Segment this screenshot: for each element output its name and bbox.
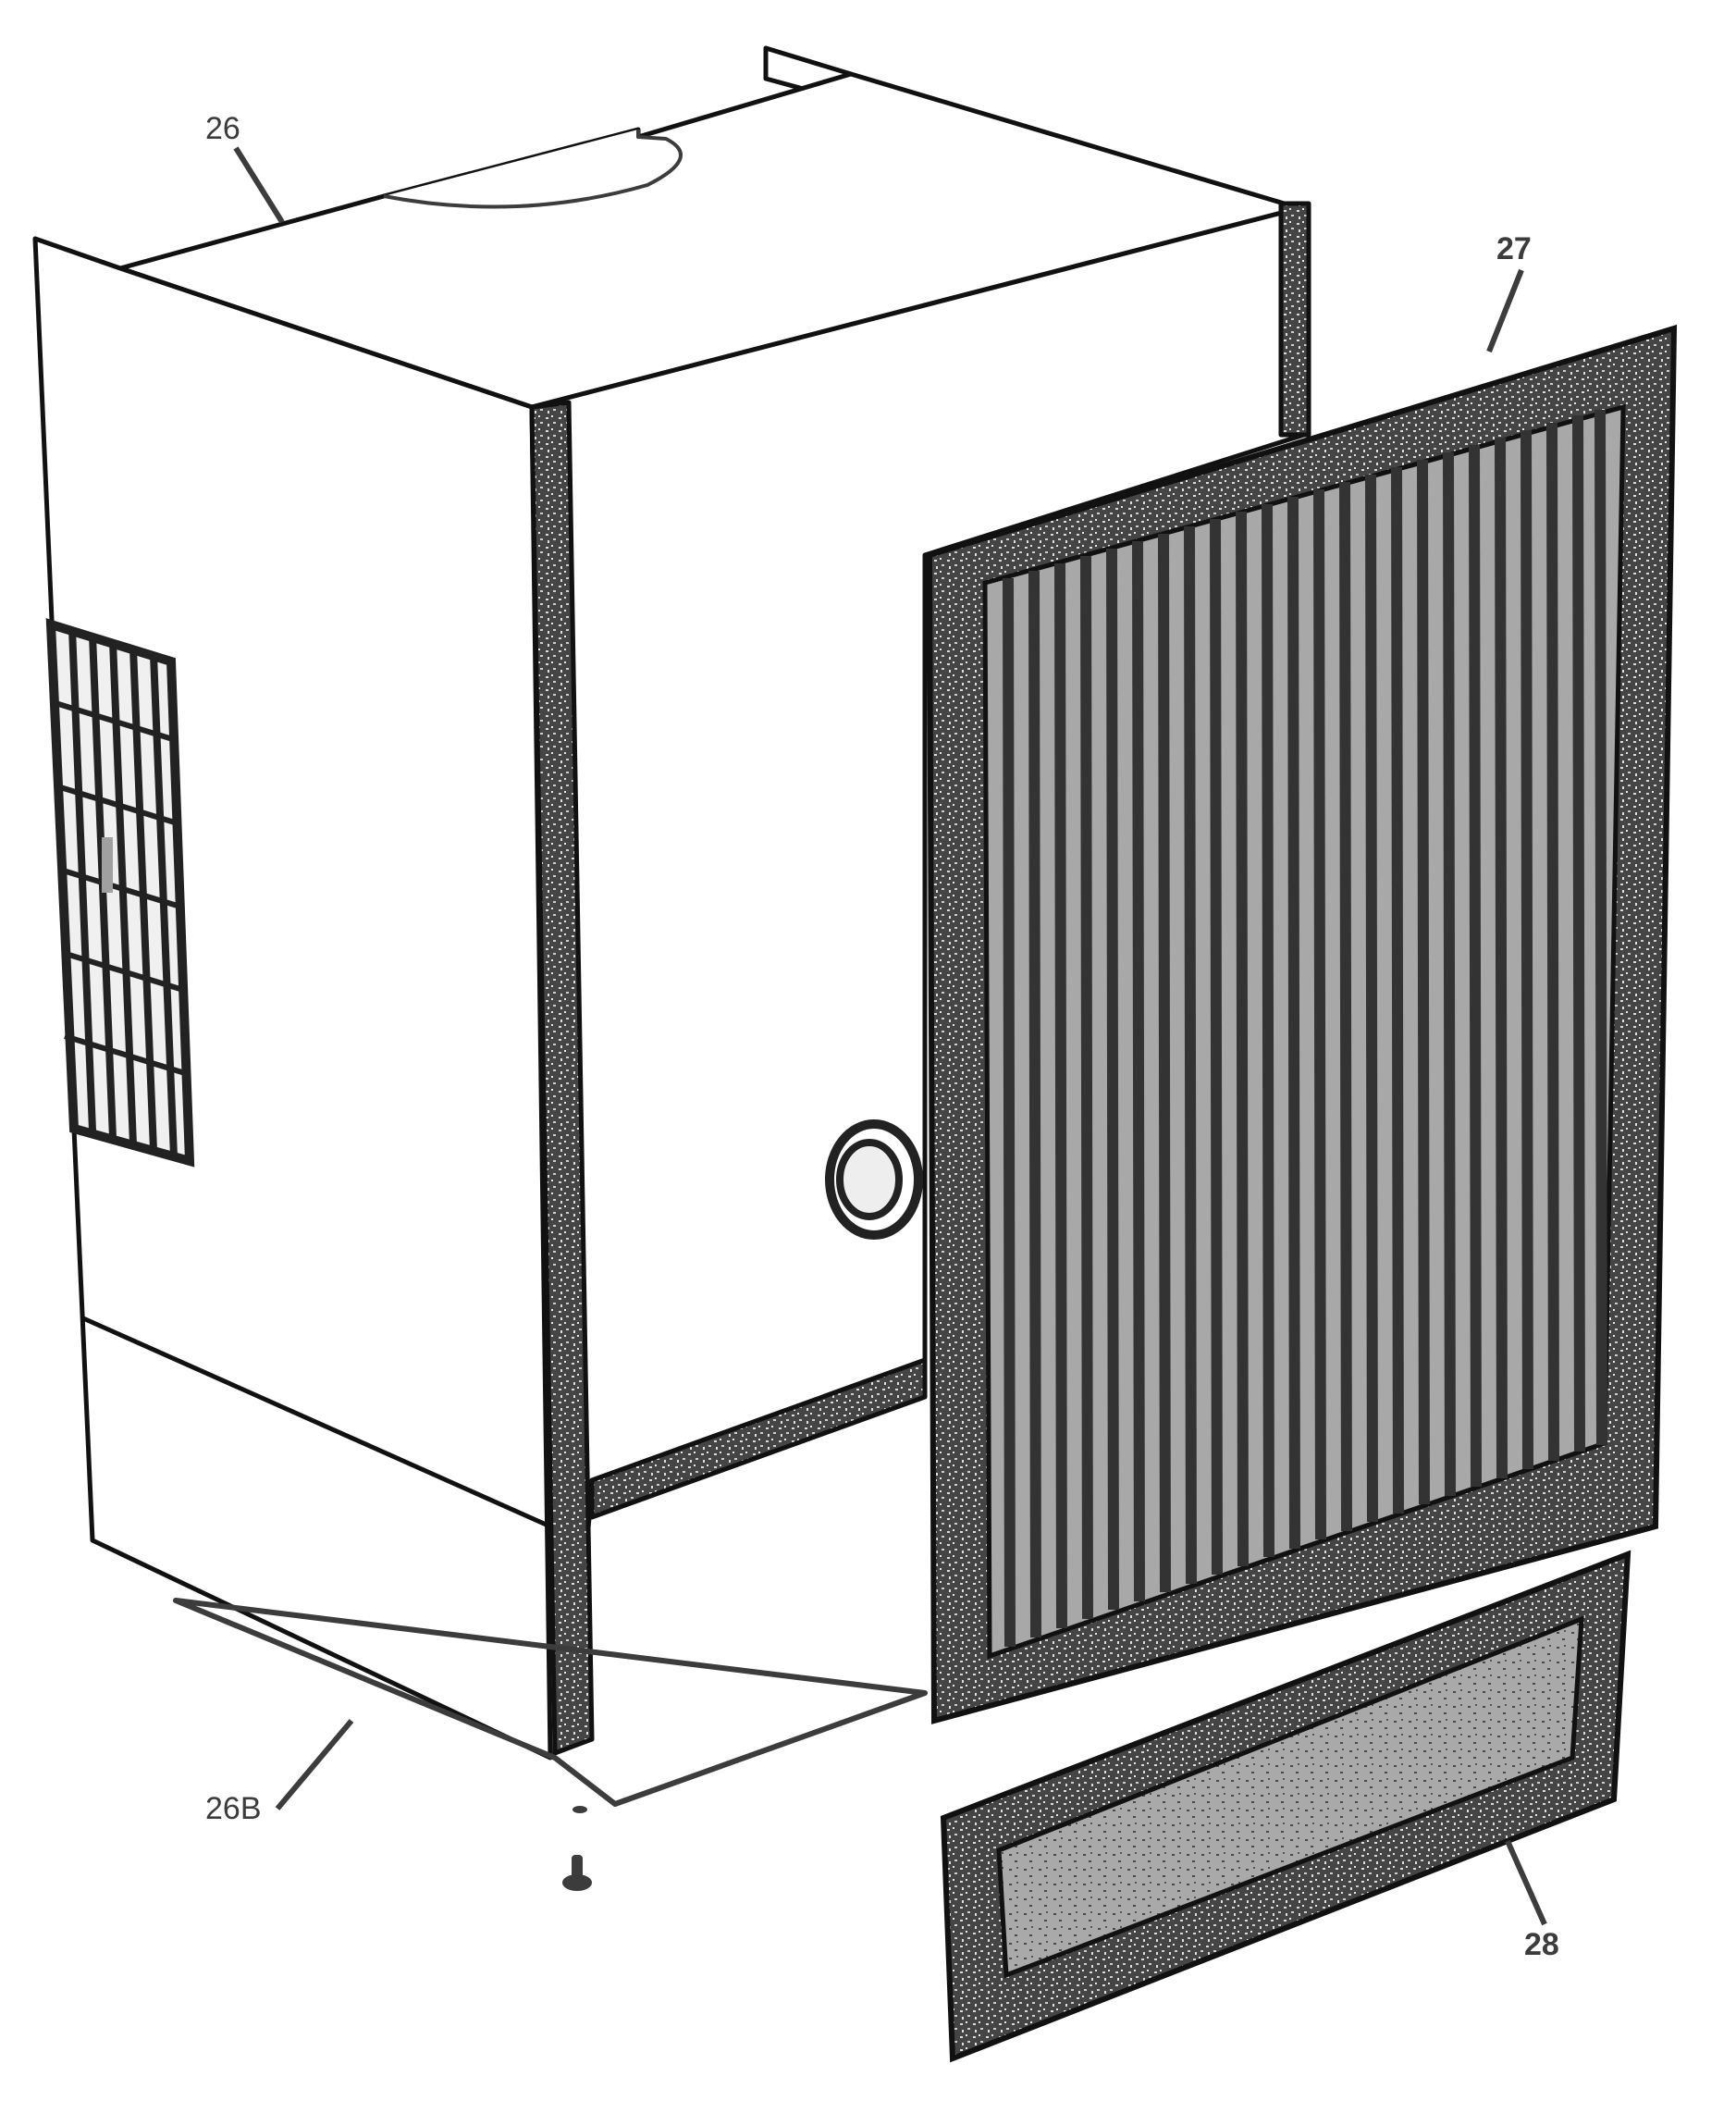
side-vent: [45, 618, 195, 1168]
leader-lines: [233, 146, 1547, 1926]
ref-label-26: 26: [205, 111, 240, 146]
filter-slats: [1003, 409, 1607, 1648]
lower-grille-panel: [940, 1550, 1631, 2063]
grommet-icon: [825, 1119, 923, 1240]
filter-panel: [926, 324, 1678, 1724]
bottom-rail: [589, 1357, 928, 1520]
ref-label-26b: 26B: [205, 1791, 262, 1826]
thumb-screw-icon: [562, 1806, 592, 1891]
base-plate: [173, 1598, 928, 1807]
ref-label-27: 27: [1496, 231, 1532, 266]
leader-26: [233, 146, 285, 224]
rear-post: [1278, 201, 1311, 438]
top-cutout: [383, 130, 683, 209]
leader-27: [1486, 268, 1524, 353]
front-corner-post: [529, 400, 595, 1756]
cabinet-housing: [32, 45, 1311, 1807]
leader-26B: [275, 1719, 354, 1810]
leader-28: [1505, 1839, 1547, 1926]
ref-label-28: 28: [1524, 1927, 1559, 1962]
